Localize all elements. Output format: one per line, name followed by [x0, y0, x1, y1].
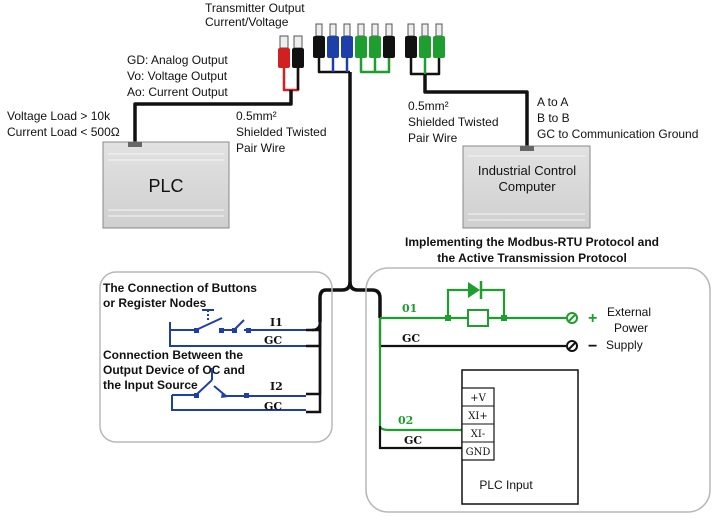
output-01-circuit — [378, 288, 566, 450]
gc-label-left-1: GC — [264, 334, 282, 347]
legend-gd: GD: Analog Output — [127, 53, 228, 67]
gc-label-right-1: GC — [402, 332, 420, 345]
switch-contacts — [194, 328, 251, 333]
term-plus-v: +V — [470, 393, 486, 404]
comm-gc-ground: GC to Communication Ground — [537, 127, 698, 141]
diode-icon — [468, 281, 483, 299]
right-cable-size: 0.5mm² — [408, 99, 449, 113]
right-cable-type-1: Shielded Twisted — [408, 115, 499, 129]
comm-b-to-b: B to B — [537, 111, 570, 125]
o2-label: 02 — [398, 414, 413, 427]
left-cable-type-2: Pair Wire — [236, 141, 286, 155]
oc-contact-2 — [244, 393, 249, 398]
supply-terminal-plus — [566, 312, 578, 324]
term-gnd: GND — [466, 447, 491, 458]
gc-label-left-2: GC — [264, 400, 282, 413]
term-xi-plus: XI+ — [468, 411, 487, 422]
o1-label: 01 — [402, 302, 417, 315]
buttons-caption-1: The Connection of Buttons — [103, 281, 257, 295]
plc-label: PLC — [148, 176, 183, 196]
comm-a-to-a: A to A — [537, 95, 568, 109]
right-cable-type-2: Pair Wire — [408, 131, 458, 145]
transmitter-connectors — [278, 23, 445, 68]
left-panel — [99, 271, 333, 443]
supply-terminal-minus — [566, 340, 578, 352]
right-panel — [365, 267, 711, 513]
term-xi-minus: XI- — [471, 429, 485, 440]
current-load-note: Current Load < 500Ω — [7, 125, 120, 139]
i2-label: I2 — [270, 380, 283, 393]
plc-input-box: +V XI+ XI- GND PLC Input — [461, 369, 579, 505]
oc-contact — [194, 393, 199, 398]
minus-sign: − — [588, 338, 597, 355]
plc-input-label: PLC Input — [479, 478, 533, 492]
left-bus — [306, 321, 322, 414]
industrial-computer-box: Industrial Control Computer — [462, 145, 591, 229]
connector-wires — [282, 58, 441, 92]
header-line-2: Current/Voltage — [205, 15, 289, 29]
main-cables — [133, 72, 529, 322]
button-switch-circuit — [169, 309, 306, 347]
buttons-caption-2: or Register Nodes — [103, 296, 207, 310]
oc-caption-3: the Input Source — [103, 378, 198, 392]
protocol-title-1: Implementing the Modbus-RTU Protocol and — [405, 235, 659, 249]
contact-node-2 — [501, 315, 507, 321]
left-cable-size: 0.5mm² — [236, 109, 277, 123]
relay-coil — [467, 309, 489, 327]
legend-vo: Vo: Voltage Output — [127, 69, 228, 83]
oc-arrow-icon — [221, 392, 228, 398]
protocol-title-2: the Active Transmission Protocol — [437, 251, 627, 265]
plus-sign: + — [588, 310, 597, 327]
i1-label: I1 — [270, 316, 283, 329]
oc-caption-1: Connection Between the — [103, 348, 243, 362]
supply-caption-1: External — [607, 305, 651, 319]
legend-ao: Ao: Current Output — [127, 85, 228, 99]
gc-label-right-2: GC — [404, 434, 422, 447]
computer-label-2: Computer — [498, 179, 556, 194]
left-cable-type-1: Shielded Twisted — [236, 125, 327, 139]
supply-caption-3: Supply — [606, 338, 643, 352]
plc-box: PLC — [102, 141, 230, 229]
header-line-1: Transmitter Output — [205, 1, 305, 15]
oc-caption-2: Output Device of OC and — [103, 363, 245, 377]
supply-caption-2: Power — [614, 321, 648, 335]
computer-label-1: Industrial Control — [478, 163, 576, 178]
voltage-load-note: Voltage Load > 10k — [7, 109, 111, 123]
contact-node — [445, 315, 451, 321]
